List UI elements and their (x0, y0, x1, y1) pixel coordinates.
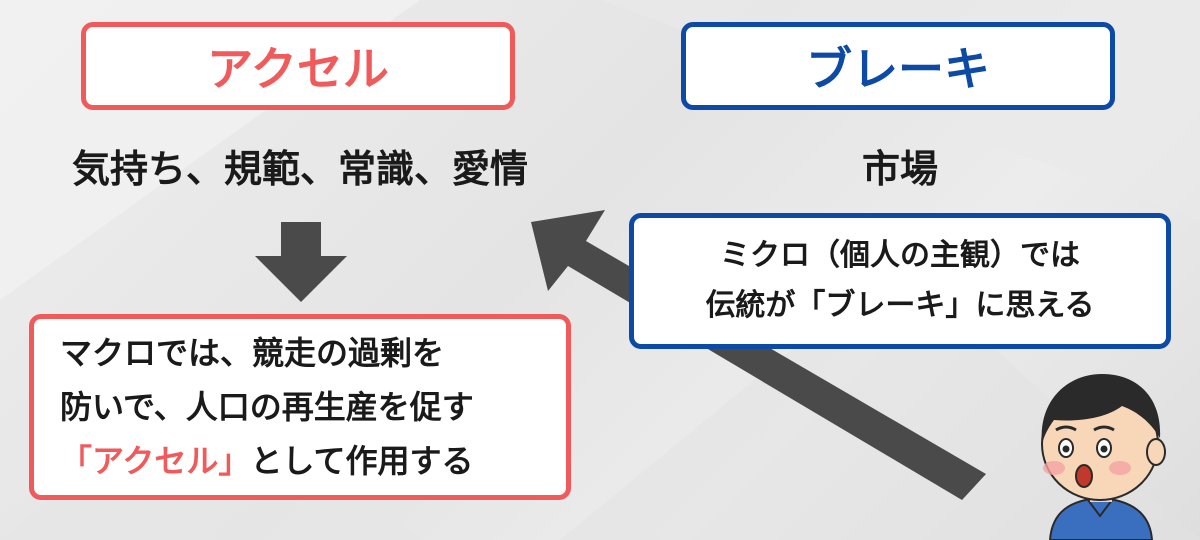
macro-note-line-1: マクロでは、競走の過剰を (60, 334, 445, 372)
micro-note-box: ミクロ（個人の主観）では 伝統が「ブレーキ」に思える (629, 213, 1171, 349)
brake-title: ブレーキ (806, 42, 990, 96)
macro-note-line-3: 「アクセル」として作用する (60, 434, 473, 488)
macro-note-box: マクロでは、競走の過剰を 防いで、人口の再生産を促す 「アクセル」として作用する (29, 314, 571, 500)
brake-title-box: ブレーキ (681, 22, 1115, 110)
arrow-down-icon (255, 222, 347, 302)
accelerator-items: 気持ち、規範、常識、愛情 (71, 147, 528, 191)
macro-note-accel-highlight: 「アクセル」 (60, 442, 251, 480)
micro-note-line-2: 伝統が「ブレーキ」に思える (705, 288, 1095, 323)
accelerator-title-box: アクセル (81, 22, 515, 110)
accelerator-title: アクセル (207, 42, 389, 96)
macro-note-line-2: 防いで、人口の再生産を促す (60, 388, 474, 426)
brake-items: 市場 (861, 147, 938, 191)
surprised-person-illustration (1041, 374, 1166, 540)
micro-note-line-1: ミクロ（個人の主観）では (720, 238, 1080, 273)
macro-note-line-3-rest: として作用する (250, 442, 474, 480)
